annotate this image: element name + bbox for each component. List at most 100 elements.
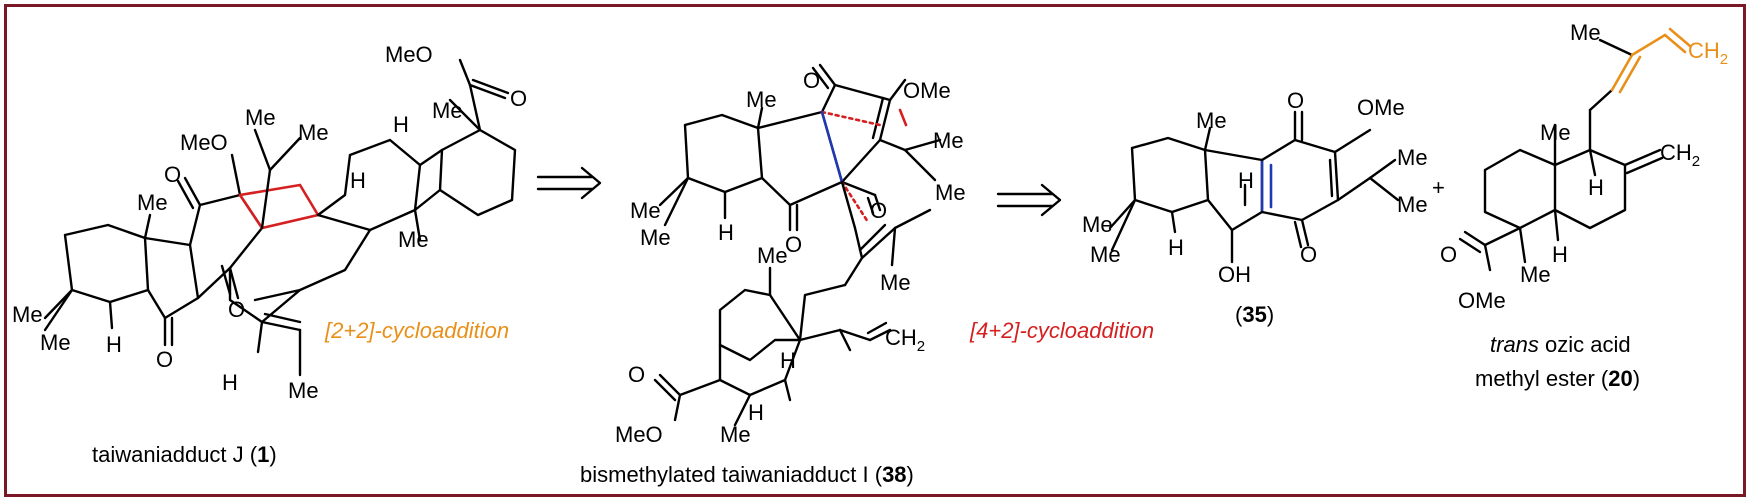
bond [838,328,872,342]
atom-label: H [222,370,238,395]
atom-label: O [164,162,181,187]
bond [843,256,864,287]
atom-label: H [780,348,796,373]
compound-caption-20-line2: methyl ester (20) [1475,366,1640,391]
bond [43,288,74,332]
bond [1368,158,1397,180]
bond [176,179,195,210]
atom-label: O [785,232,802,257]
atom-label: H [748,400,764,425]
atom-label: O [510,86,527,111]
atom-label: CH2 [1660,140,1700,170]
bond [820,83,837,114]
bond [818,63,837,87]
atom-label: Me [757,243,788,268]
structure-35 [1108,110,1400,264]
atom-label: H [718,220,734,245]
bond [1040,183,1062,217]
atom-label: Me [298,120,329,145]
bond [673,393,682,422]
bond [1483,148,1557,230]
bond [143,236,200,320]
atom-label: OMe [903,78,951,103]
bond [718,293,802,397]
atom-label: Me [1570,20,1601,45]
bond [1333,128,1372,154]
forming-bond [820,110,882,127]
bond [1368,176,1400,202]
bond [1170,210,1177,234]
bond [1553,208,1560,242]
reaction-label-2-2: [2+2]-cycloaddition [324,318,509,343]
bond [658,373,682,397]
bond [653,378,677,402]
atom-label: O [870,198,887,223]
bond [468,83,482,132]
bond [1588,148,1597,177]
bond [256,320,264,354]
bond [1598,38,1634,57]
bond [1458,237,1482,254]
bond [253,288,302,302]
bond [658,176,690,207]
atom-label: Me [1540,120,1571,145]
bond [63,223,150,304]
plus-sign: + [1432,175,1445,200]
bond [733,393,752,427]
bond [718,283,847,362]
bond [580,166,602,200]
bond [873,193,882,212]
bond [316,138,422,232]
bond [840,180,877,197]
compound-caption-20-line1: trans ozic acid [1490,332,1631,357]
bond [1553,148,1627,230]
bond [878,138,907,152]
atom-label: CH2 [885,325,925,355]
bond [260,168,272,230]
atom-label-orange: CH2 [1688,38,1728,68]
bond [448,98,482,132]
atom-label: Me [720,422,751,447]
bond [413,208,422,242]
diene-bond [1663,33,1687,54]
atom-label: Me [880,270,911,295]
bond [1483,243,1492,272]
atom-label: Me [12,302,43,327]
diene-bond [1668,27,1692,48]
atom-label: MeO [180,130,228,155]
forming-bond [840,180,870,224]
bond [756,110,844,207]
bond [1110,198,1137,252]
atom-label: O [1300,242,1317,267]
bond [903,148,937,182]
bond [183,176,202,207]
bond [263,312,302,324]
bond [1260,138,1340,222]
atom-label: H [350,168,366,193]
bond [230,153,242,197]
bond [1293,220,1303,249]
bond [1203,126,1212,152]
atom-label: Me [935,180,966,205]
bond [1483,226,1522,247]
bond [260,320,302,332]
diene-bond [1610,53,1634,92]
compound-caption-1: taiwaniadduct J (1) [92,442,277,467]
atom-label: Me [1397,192,1428,217]
bond [438,128,517,217]
atom-label: Me [432,98,463,123]
retro-arrow-1 [536,166,602,200]
bond [1328,158,1334,198]
bond [1336,176,1372,202]
atom-label: Me [1397,145,1428,170]
bond [1623,148,1662,167]
bond [143,213,152,240]
bond [663,176,690,227]
bond [840,138,882,184]
bond [1588,88,1614,112]
bond [1130,136,1210,214]
bond [228,228,372,324]
atom-label: H [1588,175,1604,200]
bond [838,328,852,352]
